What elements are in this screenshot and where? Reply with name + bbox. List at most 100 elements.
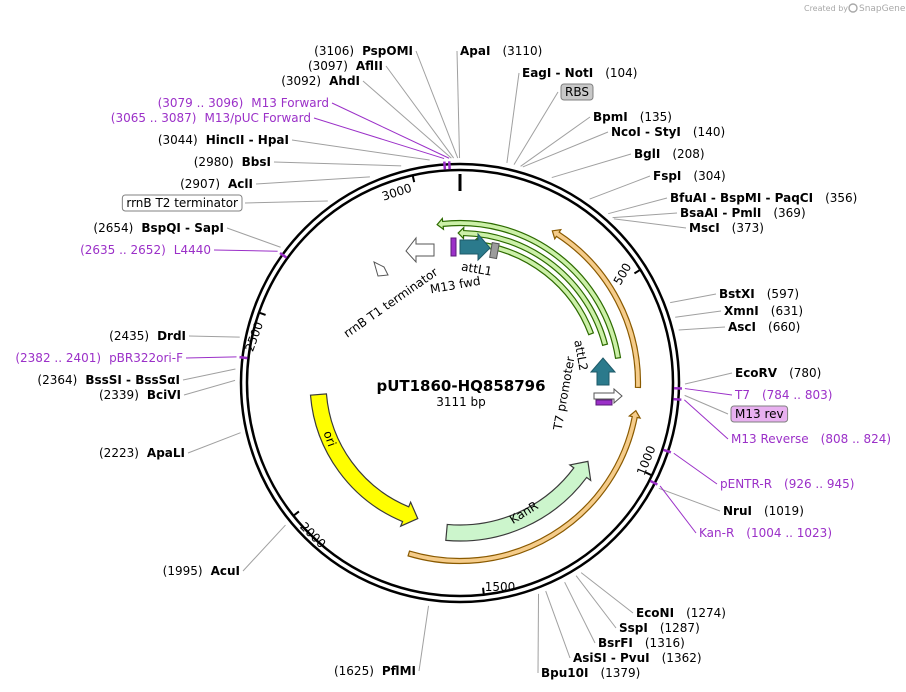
site-label[interactable]: BciVI(2339) (99, 388, 181, 402)
site-position: (3065 .. 3087) (111, 111, 197, 125)
site-position: (1274) (686, 606, 726, 620)
site-position: (2339) (99, 388, 139, 402)
site-position: (3106) (314, 44, 354, 58)
site-position: (1287) (660, 621, 700, 635)
plasmid-backbone (239, 162, 681, 604)
callout-text: rrnB T2 terminator (126, 196, 238, 210)
leader-line (188, 335, 240, 338)
primer-label[interactable]: M13/pUC Forward(3065 .. 3087) (111, 111, 311, 125)
site-label[interactable]: XmnI(631) (724, 304, 803, 318)
primer-label[interactable]: T7(784 .. 803) (734, 388, 832, 402)
site-label[interactable]: AclI(2907) (180, 177, 253, 191)
feature-callout[interactable]: rrnB T2 terminator (121, 194, 243, 212)
site-label[interactable]: HincII - HpaI(3044) (158, 133, 289, 147)
primer-label[interactable]: M13 Forward(3079 .. 3096) (158, 96, 329, 110)
site-label[interactable]: EcoRV(780) (735, 366, 821, 380)
scale-tick-mark (633, 268, 641, 275)
site-label[interactable]: DrdI(2435) (109, 329, 186, 343)
site-label[interactable]: AcuI (1995) (163, 564, 240, 578)
site-label[interactable]: ApaI(3110) (460, 44, 542, 58)
leader-line (313, 117, 445, 160)
site-name: BstXI (719, 287, 755, 301)
site-label[interactable]: Bpu10I(1379) (541, 666, 640, 680)
leader-line (522, 131, 609, 168)
primer-label[interactable]: M13 Reverse(808 .. 824) (731, 432, 891, 446)
site-label[interactable]: NruI(1019) (723, 504, 804, 518)
site-position: (784 .. 803) (762, 388, 832, 402)
feature-arrow[interactable] (457, 226, 609, 347)
site-label[interactable]: BpmI(135) (593, 110, 672, 124)
site-label[interactable]: BssSI - BssSαI(2364) (37, 373, 180, 387)
feature-callout[interactable]: M13 rev (730, 405, 789, 423)
site-name: BsaAI - PmlI (680, 206, 761, 220)
leader-line (678, 326, 726, 331)
feature-arrow[interactable] (407, 409, 642, 565)
site-position: (2382 .. 2401) (15, 351, 101, 365)
rrnb-t2-terminator-arrow[interactable] (373, 261, 389, 277)
primer-label[interactable]: pENTR-R(926 .. 945) (720, 477, 854, 491)
site-label[interactable]: BsrFI(1316) (598, 636, 685, 650)
leader-line (612, 212, 678, 219)
site-label[interactable]: MscI(373) (689, 221, 764, 235)
site-label[interactable]: EagI - NotI(104) (522, 66, 637, 80)
t7-promoter-arrow[interactable] (593, 387, 623, 405)
backbone-outer-strand (239, 162, 681, 604)
site-label[interactable]: SspI(1287) (619, 621, 700, 635)
leader-line (506, 72, 520, 164)
site-name: AcuI (211, 564, 240, 578)
site-position: (304) (693, 169, 725, 183)
site-label[interactable]: BglI(208) (634, 147, 705, 161)
site-label[interactable]: AsiSI - PvuI(1362) (573, 651, 702, 665)
site-label[interactable]: BspQI - SapI(2654) (93, 221, 224, 235)
site-position: (373) (732, 221, 764, 235)
site-label[interactable]: BsaAI - PmlI (369) (680, 206, 806, 220)
feature-arrow[interactable] (436, 216, 622, 360)
attl1-end-box[interactable] (489, 242, 500, 260)
site-name: BpmI (593, 110, 628, 124)
scale-tick-mark (482, 587, 485, 595)
feature-arrow[interactable] (551, 228, 642, 389)
leader-line (362, 80, 452, 159)
site-label[interactable]: PflMI(1625) (334, 664, 416, 678)
site-position: (1362) (662, 651, 702, 665)
site-position: (3092) (281, 74, 321, 88)
feature-arrow[interactable] (309, 393, 419, 528)
site-label[interactable]: EcoNI(1274) (636, 606, 726, 620)
site-name: NruI (723, 504, 752, 518)
primer-site-mark (443, 161, 447, 170)
site-label[interactable]: FspI(304) (653, 169, 726, 183)
attl1-arrow[interactable] (459, 232, 491, 262)
leader-line (670, 293, 717, 304)
primer-label[interactable]: pBR322ori-F(2382 .. 2401) (15, 351, 183, 365)
site-label[interactable]: PspOMI(3106) (314, 44, 413, 58)
credit-label: Created by (804, 4, 848, 13)
site-position: (2980) (194, 155, 234, 169)
site-label[interactable]: NcoI - StyI(140) (611, 125, 725, 139)
site-label[interactable]: AscI(660) (728, 320, 800, 334)
site-label[interactable]: BstXI(597) (719, 287, 799, 301)
snapgene-logo-icon (848, 3, 858, 13)
attl2-arrow[interactable] (589, 357, 617, 386)
created-by-credit: Created by SnapGene (804, 3, 906, 14)
leader-line (520, 116, 591, 167)
attl1-label: attL1 (460, 259, 493, 278)
rrnb-t1-terminator-arrow[interactable] (405, 236, 435, 264)
site-label[interactable]: ApaLI(2223) (99, 446, 185, 460)
callout-text: M13 rev (735, 407, 784, 421)
primer-label[interactable]: Kan-R(1004 .. 1023) (699, 526, 832, 540)
site-label[interactable]: BbsI(2980) (194, 155, 271, 169)
site-position: (2907) (180, 177, 220, 191)
feature-arrow[interactable] (445, 460, 592, 542)
site-label[interactable]: AflII(3097) (308, 59, 383, 73)
leader-lines (182, 50, 733, 674)
feature-callout[interactable]: RBS (560, 83, 594, 101)
site-position: (1995) (163, 564, 203, 578)
primer-label[interactable]: L4440(2635 .. 2652) (80, 243, 211, 257)
m13-fwd-primer-mark[interactable] (450, 237, 457, 257)
leader-line (564, 581, 596, 644)
site-position: (369) (773, 206, 805, 220)
site-label[interactable]: AhdI(3092) (281, 74, 360, 88)
m13-rev-primer-mark[interactable] (595, 399, 613, 406)
callout-box (560, 83, 594, 101)
site-label[interactable]: BfuAI - BspMI - PaqCI(356) (670, 191, 857, 205)
